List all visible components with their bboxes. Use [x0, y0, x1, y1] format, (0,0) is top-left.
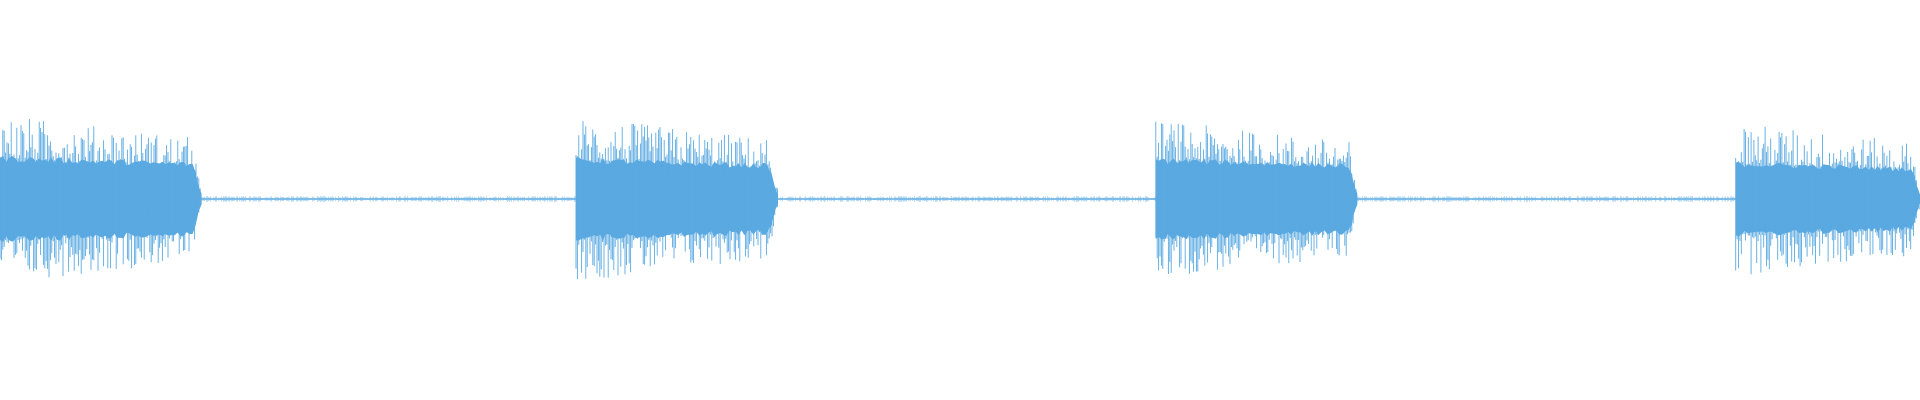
burst-transients: [0, 119, 201, 278]
waveform-burst-2: [575, 121, 779, 279]
burst-transients: [575, 121, 779, 279]
waveform-burst-4: [1735, 126, 1920, 275]
waveform-burst-3: [1155, 121, 1358, 274]
waveform-burst-1: [0, 119, 202, 278]
burst-transients: [1735, 126, 1920, 275]
burst-transients: [1155, 121, 1357, 274]
